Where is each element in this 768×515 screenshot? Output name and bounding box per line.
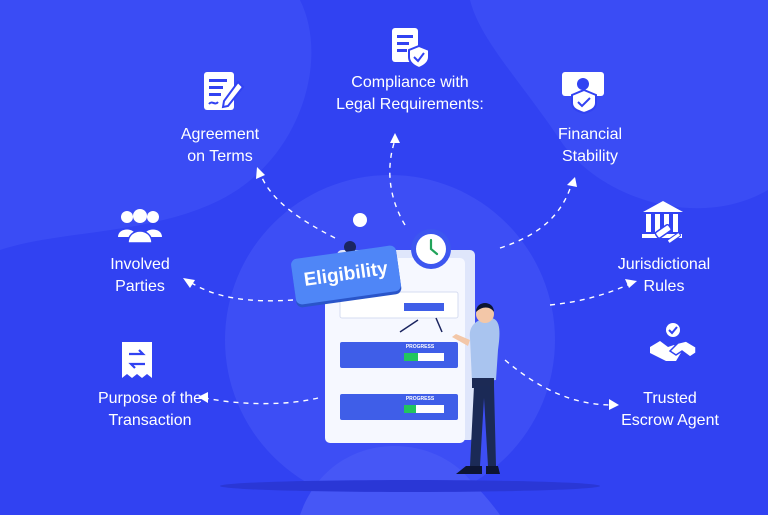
progress-box-2	[340, 342, 458, 368]
progress-box-3	[340, 394, 458, 420]
progress-fill	[404, 353, 418, 361]
clock-icon	[411, 229, 451, 269]
label-agreement-line1: Agreement	[180, 126, 260, 143]
people-group-icon	[117, 207, 163, 250]
pointer-arrow-2	[435, 317, 443, 333]
money-shield-icon	[560, 68, 608, 119]
progress-label: PROGRESS	[406, 396, 435, 402]
signed-document-icon	[202, 70, 246, 119]
arrowhead-escrow	[609, 399, 619, 410]
label-financial-line1: Financial	[557, 126, 623, 143]
arrow-purpose	[204, 397, 319, 405]
progress-rows: PROGRESS PROGRESS PROGRESS	[404, 294, 444, 413]
label-involved-line1: Involved	[110, 256, 170, 273]
label-financial: Financial Stability	[515, 124, 665, 168]
receipt-exchange-icon	[120, 340, 154, 385]
label-compliance-line1: Compliance with	[351, 74, 469, 91]
label-jurisdictional-line2: Rules	[643, 278, 685, 295]
arrowhead-jurisdictional	[625, 279, 637, 288]
progress-track	[404, 353, 444, 361]
arrow-financial	[499, 182, 573, 249]
arrow-jurisdictional	[549, 283, 631, 306]
label-agreement-line2: on Terms	[187, 148, 253, 165]
deco-dot	[353, 213, 367, 227]
arrow-involved	[189, 281, 294, 302]
label-involved: Involved Parties	[72, 254, 208, 298]
label-escrow: Trusted Escrow Agent	[595, 388, 745, 432]
floor-shadow	[220, 480, 600, 492]
bg-blob-right	[470, 0, 768, 209]
label-purpose-line2: Transaction	[108, 412, 192, 429]
label-escrow-line1: Trusted	[643, 390, 697, 407]
arrow-agreement	[259, 172, 336, 239]
label-compliance-line2: Legal Requirements:	[336, 96, 484, 113]
arrow-compliance	[389, 139, 406, 226]
label-jurisdictional-line1: Jurisdictional	[617, 256, 711, 273]
pointer-arrow-1	[399, 319, 419, 333]
label-jurisdictional: Jurisdictional Rules	[590, 254, 738, 298]
arrow-heads	[183, 133, 637, 410]
handshake-check-icon	[648, 321, 698, 374]
person-figure	[452, 303, 500, 474]
progress-label: PROGRESS	[406, 344, 435, 350]
label-financial-line2: Stability	[561, 148, 619, 165]
progress-track	[404, 405, 444, 413]
arrowhead-compliance	[390, 133, 400, 143]
document-shield-icon	[390, 26, 432, 75]
label-purpose-line1: Purpose of the	[97, 390, 203, 407]
arrow-escrow	[504, 359, 613, 406]
label-purpose: Purpose of the Transaction	[60, 388, 240, 432]
progress-fill	[404, 405, 416, 413]
bg-blob-left	[0, 0, 312, 250]
label-involved-line2: Parties	[115, 278, 165, 295]
progress-label: PROGRESS	[406, 294, 435, 300]
label-agreement: Agreement on Terms	[145, 124, 295, 168]
progress-box-1	[339, 291, 459, 319]
courthouse-gavel-icon	[639, 198, 687, 251]
arrowhead-agreement	[256, 167, 265, 179]
arrowhead-purpose	[198, 392, 208, 403]
arrowhead-involved	[183, 278, 195, 288]
label-compliance: Compliance with Legal Requirements:	[310, 72, 510, 116]
arrows	[189, 139, 631, 406]
progress-fill	[404, 303, 432, 311]
arrowhead-financial	[567, 177, 577, 187]
label-escrow-line2: Escrow Agent	[621, 412, 719, 429]
